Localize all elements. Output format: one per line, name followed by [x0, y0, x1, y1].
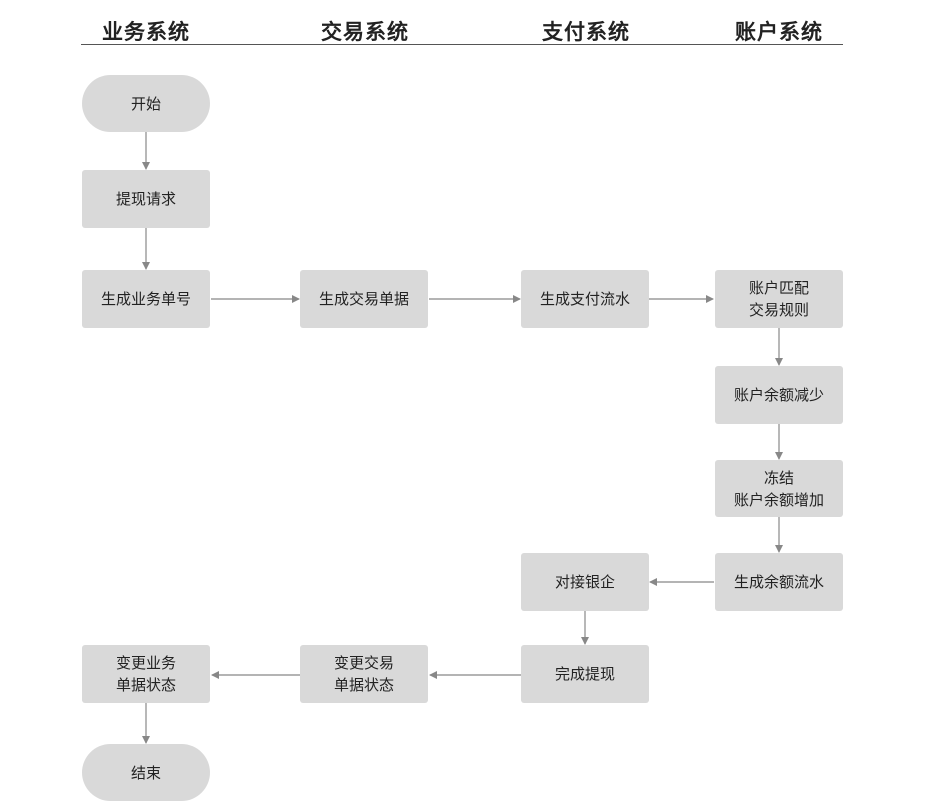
connect-bank-node: 对接银企: [521, 553, 649, 611]
lane-title-account: 账户系统: [735, 20, 823, 44]
header-divider: [81, 44, 843, 45]
lane-title-trade: 交易系统: [321, 20, 409, 44]
update-trade-status-node: 变更交易 单据状态: [300, 645, 428, 703]
gen-payment-flow-node: 生成支付流水: [521, 270, 649, 328]
freeze-balance-increase-node: 冻结 账户余额增加: [715, 460, 843, 517]
withdraw-request-node: 提现请求: [82, 170, 210, 228]
gen-balance-flow-node: 生成余额流水: [715, 553, 843, 611]
balance-decrease-node: 账户余额减少: [715, 366, 843, 424]
gen-business-no-node: 生成业务单号: [82, 270, 210, 328]
start-node: 开始: [82, 75, 210, 132]
lane-title-payment: 支付系统: [542, 20, 630, 44]
update-business-status-node: 变更业务 单据状态: [82, 645, 210, 703]
complete-withdraw-node: 完成提现: [521, 645, 649, 703]
account-match-rules-node: 账户匹配 交易规则: [715, 270, 843, 328]
lane-title-business: 业务系统: [102, 20, 190, 44]
end-node: 结束: [82, 744, 210, 801]
gen-trade-doc-node: 生成交易单据: [300, 270, 428, 328]
